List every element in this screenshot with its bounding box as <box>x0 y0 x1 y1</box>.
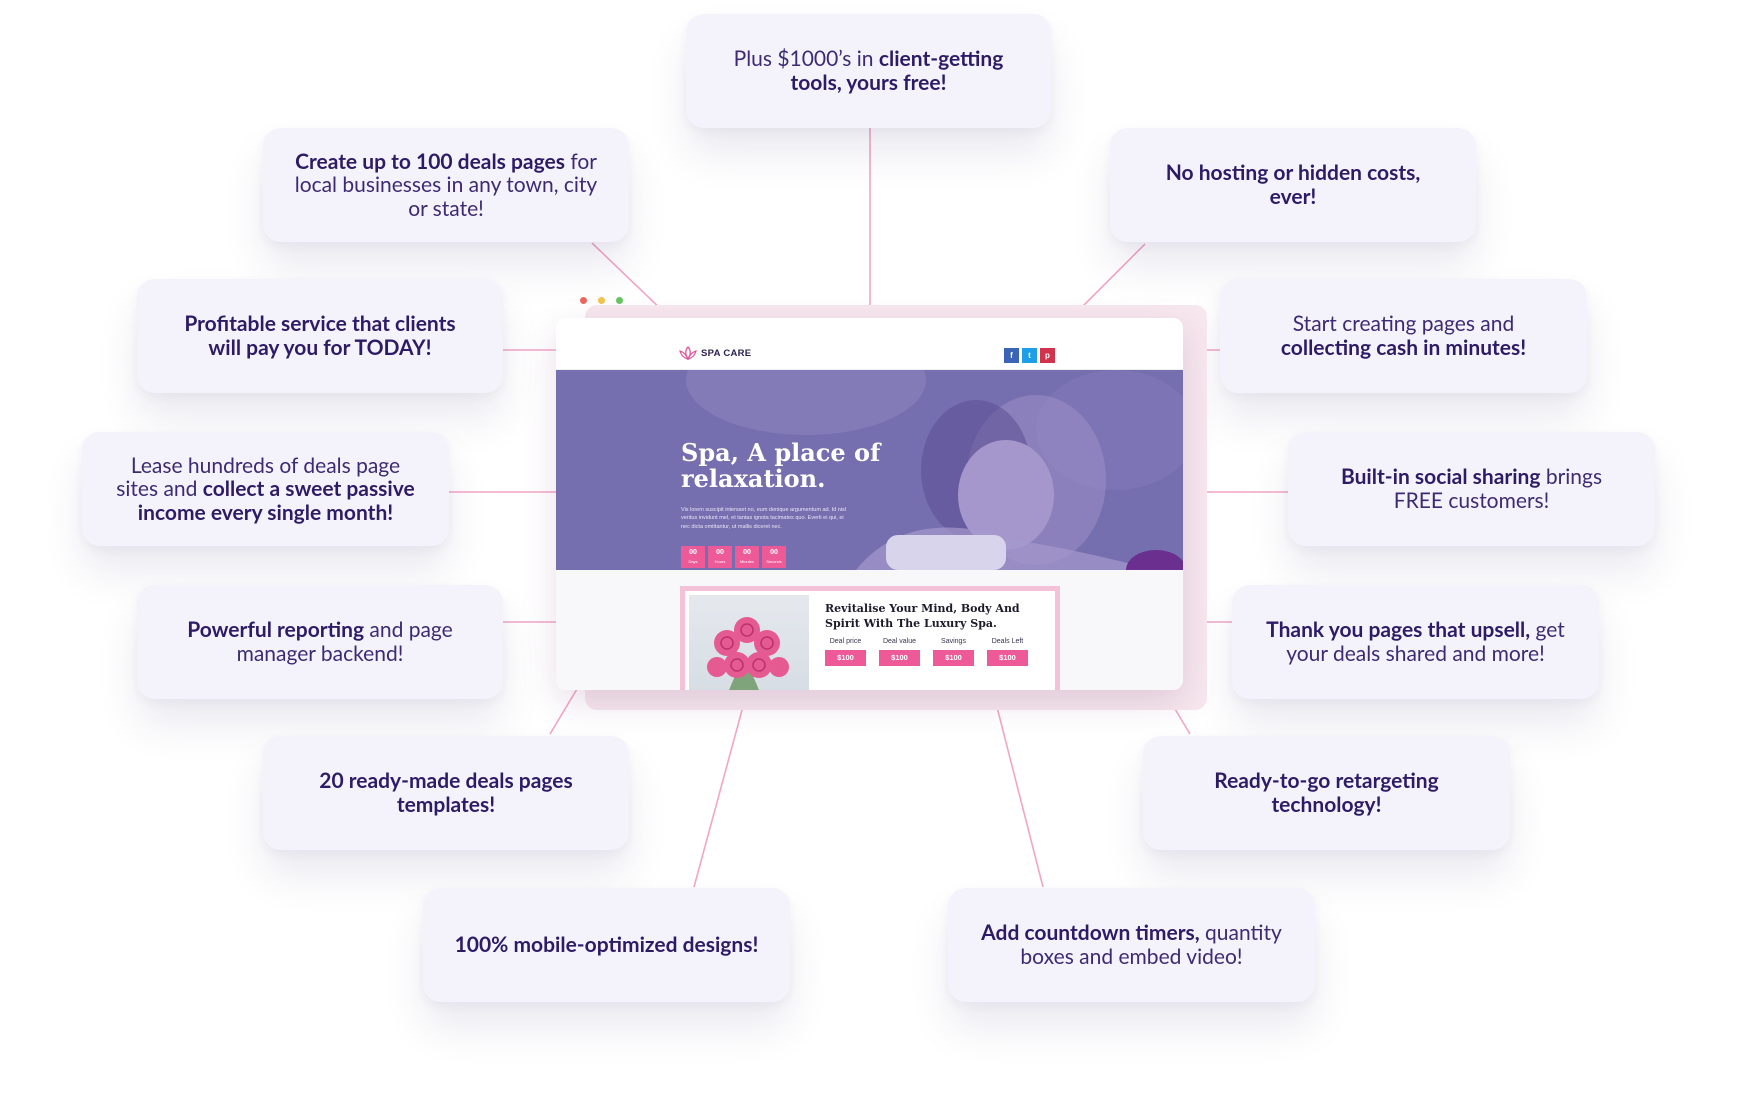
maximize-dot-icon <box>616 297 623 304</box>
hero-title: Spa, A place of relaxation. <box>681 438 881 494</box>
feature-text: Built-in social sharing brings FREE cust… <box>1340 464 1603 513</box>
twitter-icon[interactable]: t <box>1022 348 1037 363</box>
facebook-icon[interactable]: f <box>1004 348 1019 363</box>
deal-stat-left: Deals Left$100 <box>987 638 1028 666</box>
feature-card-templates: 20 ready-made deals pages templates! <box>263 736 629 850</box>
feature-card-start-creating: Start creating pages and collecting cash… <box>1220 279 1587 393</box>
feature-text: Plus $1000’s in client-getting tools, yo… <box>733 46 1004 95</box>
deal-stat-savings: Savings$100 <box>933 638 974 666</box>
social-icons: f t p <box>1004 348 1055 363</box>
feature-card-reporting: Powerful reporting and page manager back… <box>137 585 503 699</box>
roses-image <box>689 595 809 690</box>
feature-text: Lease hundreds of deals page sites and c… <box>116 452 415 525</box>
feature-card-countdown: Add countdown timers, quantity boxes and… <box>948 888 1315 1002</box>
feature-text: Profitable service that clients will pay… <box>184 311 456 360</box>
deal-title: Revitalise Your Mind, Body And Spirit Wi… <box>825 602 1020 631</box>
feature-card-lease: Lease hundreds of deals page sites and c… <box>82 432 449 546</box>
logo-text: SPA CARE <box>701 347 752 359</box>
window-controls <box>580 297 623 304</box>
hero-spa-image <box>556 370 1183 570</box>
feature-card-social-sharing: Built-in social sharing brings FREE cust… <box>1288 432 1655 546</box>
feature-text: No hosting or hidden costs, ever! <box>1165 160 1421 209</box>
hero-text: Vis lorem suscipit intersset no, eum den… <box>681 507 846 530</box>
feature-text: Powerful reporting and page manager back… <box>187 617 453 666</box>
pinterest-icon[interactable]: p <box>1040 348 1055 363</box>
site-logo[interactable]: SPA CARE <box>679 346 751 360</box>
deal-section: Revitalise Your Mind, Body And Spirit Wi… <box>556 570 1183 690</box>
feature-card-mobile: 100% mobile-optimized designs! <box>423 888 790 1002</box>
feature-text: Thank you pages that upsell, get your de… <box>1266 617 1565 666</box>
feature-card-thank-you: Thank you pages that upsell, get your de… <box>1232 585 1599 699</box>
connector-mobile <box>693 687 749 888</box>
feature-text: 100% mobile-optimized designs! <box>454 932 759 958</box>
minimize-dot-icon <box>598 297 605 304</box>
deal-stat-value: Deal value$100 <box>879 638 920 666</box>
site-header: SPA CARE f t p <box>556 318 1183 370</box>
feature-card-retargeting: Ready-to-go retargeting technology! <box>1143 736 1510 850</box>
feature-text: Ready-to-go retargeting technology! <box>1214 768 1439 817</box>
feature-card-client-tools: Plus $1000’s in client-getting tools, yo… <box>686 14 1051 128</box>
feature-text: Create up to 100 deals pages for local b… <box>294 148 598 221</box>
feature-card-profitable: Profitable service that clients will pay… <box>137 279 503 393</box>
deal-stat-price: Deal price$100 <box>825 638 866 666</box>
deal-stats: Deal price$100 Deal value$100 Savings$10… <box>825 638 1028 666</box>
feature-card-create-pages: Create up to 100 deals pages for local b… <box>263 128 629 242</box>
deal-card: Revitalise Your Mind, Body And Spirit Wi… <box>680 586 1060 690</box>
feature-text: Add countdown timers, quantity boxes and… <box>981 920 1282 969</box>
hero-banner: Spa, A place of relaxation. Vis lorem su… <box>556 370 1183 570</box>
feature-text: 20 ready-made deals pages templates! <box>319 768 573 817</box>
lotus-icon <box>679 346 697 360</box>
website-mockup: SPA CARE f t p Spa, A place o <box>556 318 1183 690</box>
feature-text: Start creating pages and collecting cash… <box>1280 311 1527 360</box>
close-dot-icon <box>580 297 587 304</box>
feature-card-no-hosting: No hosting or hidden costs, ever! <box>1110 128 1476 242</box>
